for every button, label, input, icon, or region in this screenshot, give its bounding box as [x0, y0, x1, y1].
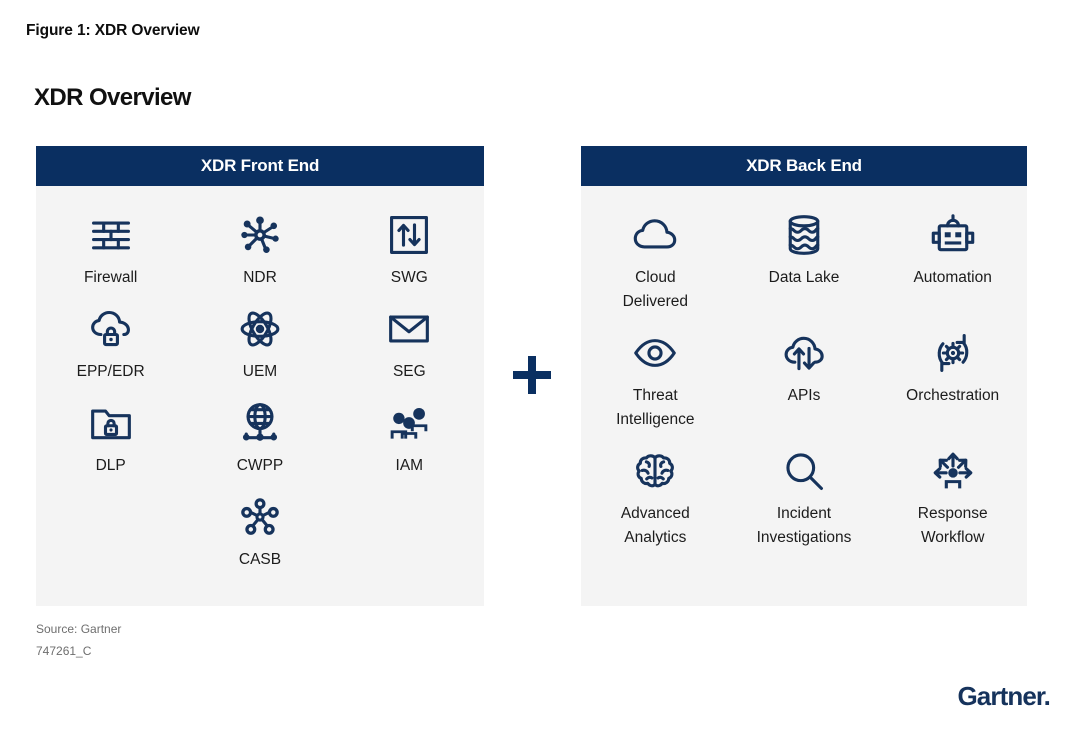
network-nodes-icon: [232, 210, 288, 260]
people-group-icon: [381, 398, 437, 448]
item-cloud-delivered[interactable]: Cloud Delivered: [581, 200, 730, 314]
cloud-lock-icon: [83, 304, 139, 354]
item-ndr[interactable]: NDR: [185, 200, 334, 290]
front-end-item-grid: Firewall NDR SWG EPP/EDR UEM SEG DLP CWPP IAM CAS…: [36, 200, 484, 572]
item-label: Incident Investigations: [756, 505, 852, 547]
cloud-sync-arrows-icon: [776, 328, 832, 378]
item-label: DLP: [95, 457, 126, 475]
brain-icon: [627, 446, 683, 496]
item-orchestration[interactable]: Orchestration: [878, 318, 1027, 432]
item-automation[interactable]: Automation: [878, 200, 1027, 314]
item-data-lake[interactable]: Data Lake: [730, 200, 879, 314]
item-label: Automation: [913, 269, 992, 286]
plus-sign-icon: [509, 352, 555, 398]
person-arrows-icon: [925, 446, 981, 496]
item-iam[interactable]: IAM: [335, 388, 484, 478]
item-advanced-analytics[interactable]: Advanced Analytics: [581, 436, 730, 550]
cloud-icon: [627, 210, 683, 260]
panel-front-end-header: XDR Front End: [36, 146, 484, 186]
item-label: Orchestration: [906, 387, 1000, 405]
item-swg[interactable]: SWG: [335, 200, 484, 290]
document-id: 747261_C: [36, 644, 92, 659]
panel-front-end: XDR Front End Firewall NDR SWG EPP/EDR UEM SE…: [36, 146, 484, 606]
figure-caption: Figure 1: XDR Overview: [26, 22, 200, 39]
item-label: Cloud Delivered: [622, 269, 689, 311]
panel-back-end-header: XDR Back End: [581, 146, 1027, 186]
item-label: APIs: [787, 387, 821, 405]
envelope-icon: [381, 304, 437, 354]
firewall-icon: [83, 210, 139, 260]
item-uem[interactable]: UEM: [185, 294, 334, 384]
item-seg[interactable]: SEG: [335, 294, 484, 384]
item-threat-intelligence[interactable]: Threat Intelligence: [581, 318, 730, 432]
item-incident-investigations[interactable]: Incident Investigations: [730, 436, 879, 550]
item-label: Firewall: [83, 269, 138, 286]
item-label: EPP/EDR: [76, 363, 145, 381]
gartner-logo: Gartner.: [957, 681, 1050, 712]
folder-lock-icon: [83, 398, 139, 448]
item-apis[interactable]: APIs: [730, 318, 879, 432]
magnifier-icon: [776, 446, 832, 496]
globe-network-icon: [232, 398, 288, 448]
item-label: UEM: [242, 363, 278, 381]
hub-spoke-icon: [232, 492, 288, 542]
page-title: XDR Overview: [34, 84, 191, 111]
panel-front-end-body: Firewall NDR SWG EPP/EDR UEM SEG DLP CWPP IAM CAS…: [36, 186, 484, 572]
item-label: Threat Intelligence: [616, 387, 695, 429]
database-waves-icon: [776, 210, 832, 260]
item-dlp[interactable]: DLP: [36, 388, 185, 478]
item-label: CWPP: [236, 457, 284, 475]
item-label: SWG: [390, 269, 428, 286]
item-label: NDR: [243, 269, 277, 286]
item-label: IAM: [395, 457, 424, 475]
item-label: Response Workflow: [917, 505, 988, 547]
item-casb[interactable]: CASB: [185, 482, 334, 572]
eye-icon: [627, 328, 683, 378]
robot-icon: [925, 210, 981, 260]
item-response-workflow[interactable]: Response Workflow: [878, 436, 1027, 550]
up-down-arrows-box-icon: [381, 210, 437, 260]
atom-icon: [232, 304, 288, 354]
gartner-logo-dot: .: [1043, 681, 1051, 711]
item-label: CASB: [238, 551, 282, 569]
item-epp-edr[interactable]: EPP/EDR: [36, 294, 185, 384]
item-cwpp[interactable]: CWPP: [185, 388, 334, 478]
item-label: Advanced Analytics: [620, 505, 690, 547]
gartner-logo-text: Gartner: [957, 681, 1044, 711]
item-label: SEG: [392, 363, 426, 381]
source-block: Source: Gartner 747261_C: [36, 618, 121, 662]
gear-refresh-icon: [925, 328, 981, 378]
item-label: Data Lake: [768, 269, 840, 286]
panel-back-end: XDR Back End Cloud Delivered Data Lake Aut…: [581, 146, 1027, 606]
item-firewall[interactable]: Firewall: [36, 200, 185, 290]
source-text: Source: Gartner: [36, 622, 122, 636]
